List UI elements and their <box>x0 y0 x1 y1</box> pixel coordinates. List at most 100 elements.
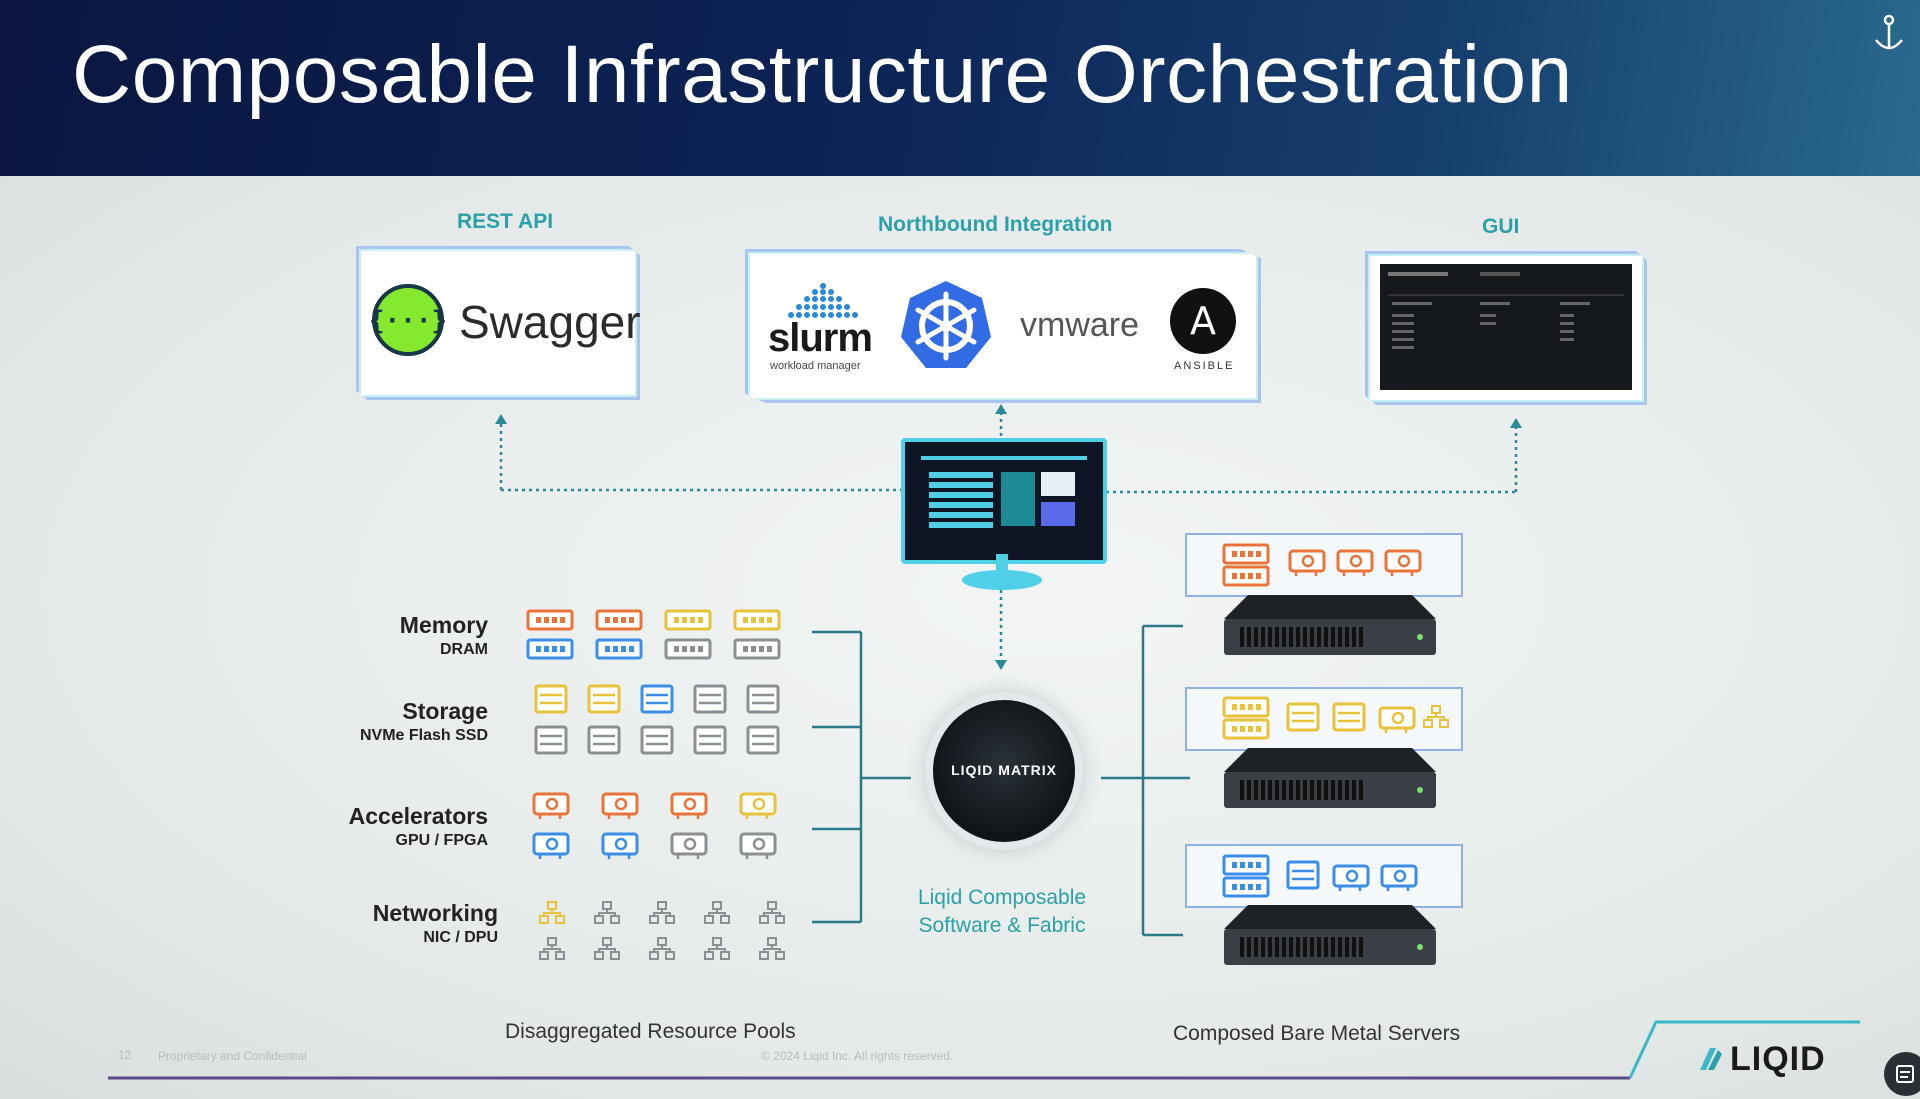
monitor-icon <box>901 438 1107 564</box>
slurm-icon <box>788 283 858 318</box>
dram-icon <box>664 609 712 631</box>
pool-memory-label: Memory DRAM <box>320 612 488 659</box>
northbound-box: slurm workload manager vmware A ANSIBLE <box>745 249 1261 403</box>
ssd-icon <box>693 684 727 714</box>
nic-icon <box>704 937 730 960</box>
matrix-caption-line2: Software & Fabric <box>918 914 1086 937</box>
northbound-label: Northbound Integration <box>878 213 1113 236</box>
liqid-matrix-logo: LIQID MATRIX <box>951 762 1057 778</box>
nic-icon <box>759 937 785 960</box>
anchor-icon[interactable] <box>1872 14 1906 54</box>
ssd-icon <box>587 684 621 714</box>
ansible-letter: A <box>1190 299 1216 343</box>
gpu-icon <box>1384 549 1422 576</box>
ssd-icon <box>587 725 621 755</box>
dram-icon <box>1222 543 1270 565</box>
pool-accelerators-label: Accelerators GPU / FPGA <box>300 803 488 850</box>
ssd-icon <box>534 684 568 714</box>
nic-icon <box>539 937 565 960</box>
dram-icon <box>1222 565 1270 587</box>
gpu-icon <box>601 792 639 819</box>
ssd-icon <box>1332 702 1366 732</box>
nic-icon <box>594 937 620 960</box>
ssd-icon <box>640 684 674 714</box>
ssd-icon <box>1286 702 1320 732</box>
confidential-note: Proprietary and Confidential <box>158 1049 307 1063</box>
pool-accelerators-title: Accelerators <box>348 803 488 829</box>
swagger-icon: {···} <box>371 284 445 356</box>
gpu-icon <box>1336 549 1374 576</box>
pool-storage-sub: NVMe Flash SSD <box>359 727 488 744</box>
vmware-logo-text: vmware <box>1020 306 1140 344</box>
liqid-logo-icon <box>1700 1048 1722 1070</box>
nic-icon <box>1423 705 1449 728</box>
nic-icon <box>759 901 785 924</box>
copyright-note: © 2024 Liqid Inc. All rights reserved. <box>761 1049 954 1063</box>
pool-networking-label: Networking NIC / DPU <box>300 900 498 947</box>
slurm-logo-text: slurm <box>768 316 873 360</box>
dram-icon <box>733 638 781 660</box>
nic-icon <box>539 901 565 924</box>
gpu-icon <box>670 832 708 859</box>
server-icon <box>1224 748 1436 808</box>
dram-icon <box>526 609 574 631</box>
dram-icon <box>526 638 574 660</box>
monitor-screen <box>921 456 1087 528</box>
monitor-stand <box>962 554 1042 590</box>
page-title: Composable Infrastructure Orchestration <box>72 29 1573 120</box>
pool-storage-label: Storage NVMe Flash SSD <box>300 698 488 745</box>
server-icon <box>1224 595 1436 655</box>
dram-icon <box>664 638 712 660</box>
rest-api-box: {···} Swagger <box>356 246 640 400</box>
nic-icon <box>594 901 620 924</box>
gui-screenshot-icon <box>1380 264 1632 390</box>
svg-text:{···}: {···} <box>371 306 445 336</box>
ssd-icon <box>746 725 780 755</box>
gpu-icon <box>532 832 570 859</box>
pool-memory-title: Memory <box>399 612 488 638</box>
gui-label: GUI <box>1482 215 1520 238</box>
rest-api-label: REST API <box>457 210 554 233</box>
swagger-logo-text: Swagger <box>459 296 641 348</box>
pool-accelerators-sub: GPU / FPGA <box>395 832 488 849</box>
ansible-logo-text: ANSIBLE <box>1174 360 1235 372</box>
gui-box <box>1365 251 1647 405</box>
slurm-subtitle: workload manager <box>770 360 861 372</box>
kubernetes-icon <box>901 281 991 368</box>
pool-storage-title: Storage <box>402 698 488 724</box>
server-icon <box>1224 905 1436 965</box>
nic-icon <box>649 901 675 924</box>
nic-icon <box>704 901 730 924</box>
dram-icon <box>595 609 643 631</box>
gpu-icon <box>739 792 777 819</box>
ansible-icon: A <box>1170 288 1236 354</box>
gpu-icon <box>532 792 570 819</box>
dram-icon <box>1222 854 1270 876</box>
dram-icon <box>1222 696 1270 718</box>
screen-capture-icon[interactable] <box>1882 1052 1920 1096</box>
dram-icon <box>1222 718 1270 740</box>
liqid-matrix-icon: LIQID MATRIX <box>933 700 1075 842</box>
dram-icon <box>595 638 643 660</box>
matrix-caption-line1: Liqid Composable <box>917 886 1087 909</box>
gpu-icon <box>601 832 639 859</box>
ssd-icon <box>693 725 727 755</box>
pool-networking-title: Networking <box>372 900 498 926</box>
page-number: 12 <box>118 1048 132 1062</box>
ssd-icon <box>746 684 780 714</box>
gpu-icon <box>1378 706 1416 733</box>
gpu-icon <box>1288 549 1326 576</box>
gpu-icon <box>1380 864 1418 891</box>
ssd-icon <box>640 725 674 755</box>
pool-networking-sub: NIC / DPU <box>423 929 498 946</box>
ssd-icon <box>1286 860 1320 890</box>
gpu-icon <box>1332 864 1370 891</box>
gpu-icon <box>670 792 708 819</box>
liqid-brand: LIQID <box>1730 1040 1826 1078</box>
servers-footer-label: Composed Bare Metal Servers <box>1173 1022 1461 1045</box>
dram-icon <box>1222 876 1270 898</box>
